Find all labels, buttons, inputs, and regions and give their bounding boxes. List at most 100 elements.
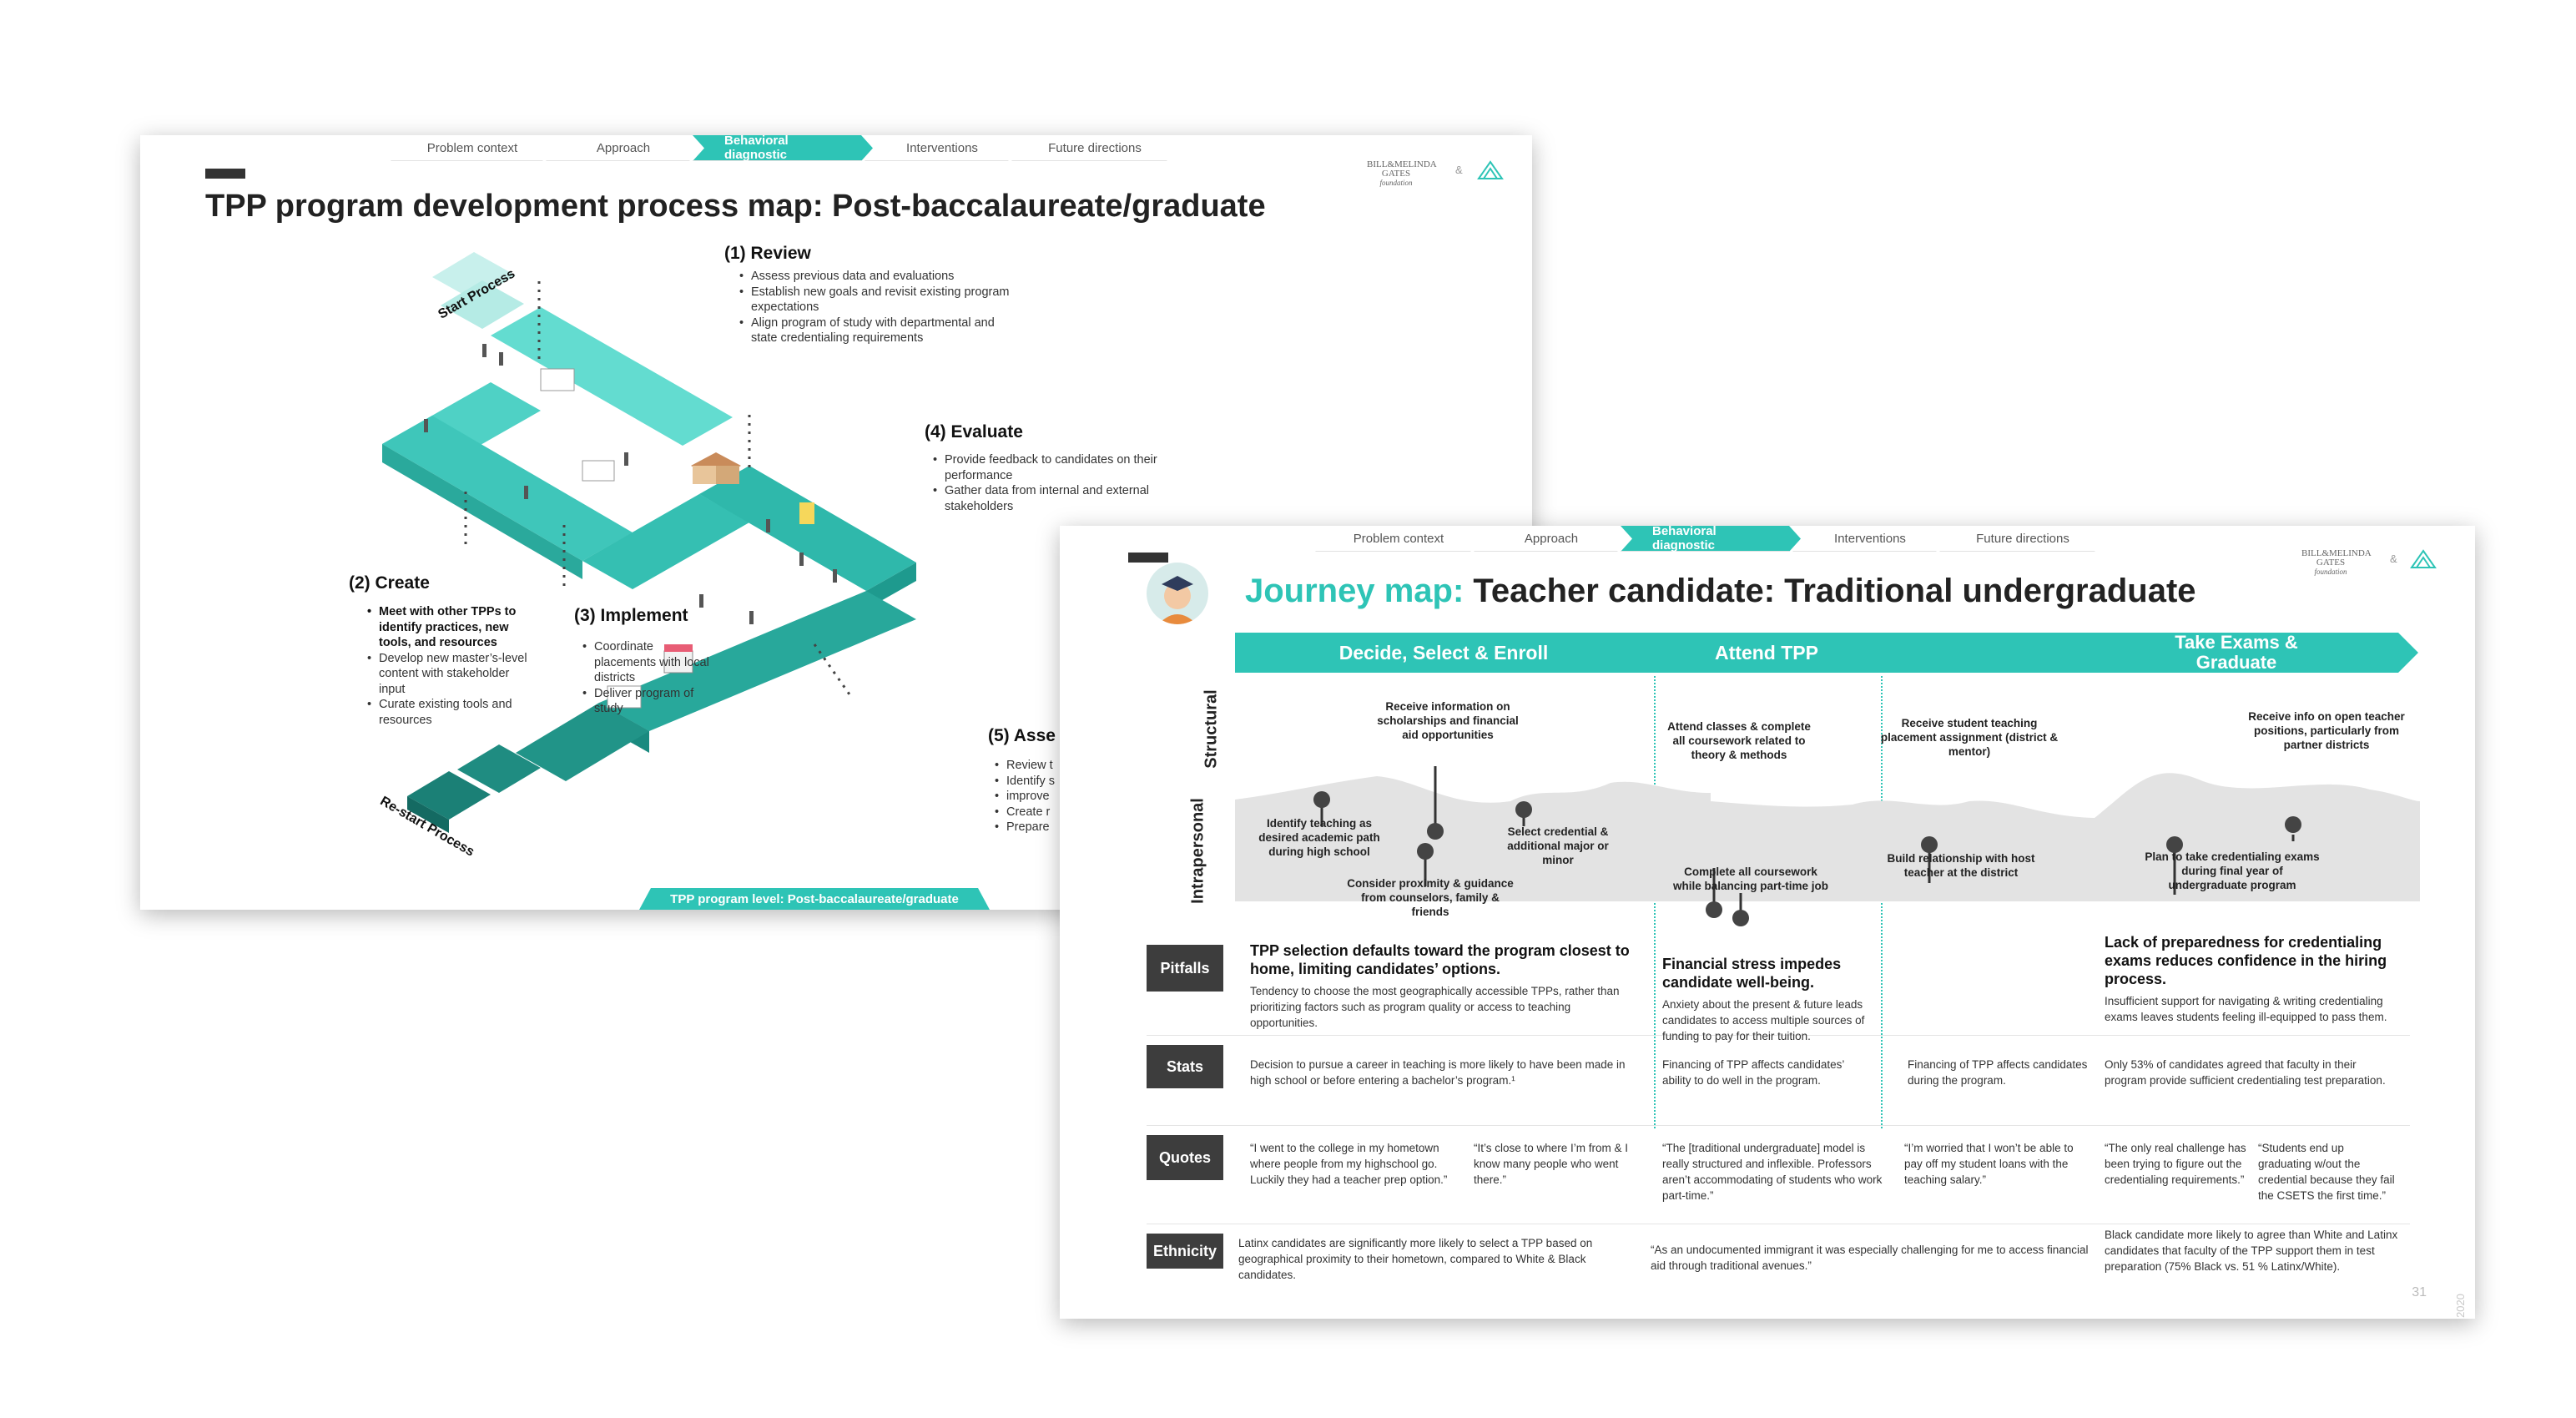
section-nav: Problem context Approach Behavioral diag…	[391, 135, 1170, 160]
platform-top-4	[582, 494, 749, 589]
tab-behavioral-diagnostic[interactable]: Behavioral diagnostic	[1621, 526, 1801, 552]
page-title: TPP program development process map: Pos…	[205, 189, 1266, 224]
building-icon	[691, 452, 741, 484]
list-item: Meet with other TPPs to identify practic…	[365, 604, 532, 651]
list-item: Provide feedback to candidates on their …	[931, 452, 1182, 483]
journey-curve	[1235, 766, 2420, 926]
quote-cell: “The only real challenge has been trying…	[2105, 1142, 2246, 1186]
intrapersonal-label: Intrapersonal	[1188, 798, 1207, 904]
structural-label: Structural	[1202, 689, 1221, 769]
pitfall-body: Anxiety about the present & future leads…	[1662, 998, 1865, 1042]
pitfall-heading: Lack of preparedness for credentialing e…	[2105, 934, 2387, 987]
decision-lab-logo-icon	[1477, 160, 1504, 179]
pitfall-heading: Financial stress impedes candidate well-…	[1662, 956, 1842, 991]
list-item: Develop new master’s-level content with …	[365, 651, 532, 698]
list-item: Create r	[993, 805, 1068, 820]
list-item: Identify s	[993, 774, 1068, 790]
step-review-bullets: Assess previous data and evaluations Est…	[738, 269, 1013, 346]
row-label-ethnicity: Ethnicity	[1147, 1234, 1223, 1269]
tab-future-directions[interactable]: Future directions	[1939, 526, 2106, 552]
journey-note: Build relationship with host teacher at …	[1887, 852, 2035, 879]
list-item: Prepare	[993, 820, 1068, 835]
pitfall-body: Tendency to choose the most geographical…	[1250, 985, 1620, 1029]
pitfall-cell: Financial stress impedes candidate well-…	[1662, 955, 1889, 1044]
list-item: Curate existing tools and resources	[365, 697, 532, 728]
quote-cell: “I went to the college in my hometown wh…	[1250, 1142, 1448, 1186]
tab-future-directions[interactable]: Future directions	[1011, 135, 1178, 161]
pitfall-heading: TPP selection defaults toward the progra…	[1250, 942, 1630, 977]
tab-approach[interactable]: Approach	[546, 135, 701, 161]
journey-note: Identify teaching as desired academic pa…	[1258, 817, 1380, 858]
graduate-avatar-icon	[1147, 563, 1208, 624]
stat-cell: Decision to pursue a career in teaching …	[1250, 1058, 1626, 1087]
journey-note: Plan to take credentialing exams during …	[2145, 850, 2320, 891]
list-item: Align program of study with departmental…	[738, 315, 1013, 346]
journey-note: Receive info on open teacher positions, …	[2248, 710, 2405, 751]
phase-decide: Decide, Select & Enroll	[1338, 642, 1549, 664]
ethnicity-cell: Latinx candidates are significantly more…	[1238, 1237, 1593, 1281]
tab-interventions[interactable]: Interventions	[1792, 526, 1948, 552]
step-implement-bullets: Coordinate placements with local distric…	[581, 639, 714, 717]
row-label-quotes: Quotes	[1147, 1135, 1223, 1180]
phase-arrow-bar	[1235, 633, 2418, 673]
step-evaluate-title: (4) Evaluate	[925, 422, 1023, 442]
title-accent: Journey map:	[1245, 573, 1464, 609]
pitfall-cell: Lack of preparedness for credentialing e…	[2105, 933, 2397, 1025]
phase-divider	[1881, 676, 1883, 1128]
list-item: Review t	[993, 758, 1068, 774]
row-label-pitfalls: Pitfalls	[1147, 945, 1223, 992]
step-assess-title: (5) Asse	[988, 726, 1056, 745]
journey-note: Receive student teaching placement assig…	[1880, 717, 2059, 758]
step-create-bullets: Meet with other TPPs to identify practic…	[365, 604, 532, 728]
phase-exams: Take Exams & Graduate	[2175, 632, 2298, 673]
platform-top-3	[382, 416, 633, 561]
quote-cell: “Students end up graduating w/out the cr…	[2258, 1142, 2395, 1202]
step-assess-bullets: Review t Identify s improve Create r Pre…	[993, 758, 1068, 835]
tab-interventions[interactable]: Interventions	[865, 135, 1020, 161]
step-create-title: (2) Create	[349, 573, 430, 593]
stat-cell: Only 53% of candidates agreed that facul…	[2105, 1058, 2386, 1087]
quote-cell: “I’m worried that I won’t be able to pay…	[1904, 1142, 2074, 1186]
pitfall-cell: TPP selection defaults toward the progra…	[1250, 941, 1631, 1031]
journey-note: Select credential & additional major or …	[1507, 825, 1609, 866]
list-item: Deliver program of study	[581, 686, 714, 717]
row-label-stats: Stats	[1147, 1045, 1223, 1088]
tab-behavioral-diagnostic[interactable]: Behavioral diagnostic	[693, 135, 873, 161]
start-process-tiles	[432, 252, 524, 329]
tab-problem-context[interactable]: Problem context	[391, 135, 554, 161]
step-evaluate-bullets: Provide feedback to candidates on their …	[931, 452, 1182, 514]
row-divider	[1147, 1125, 2410, 1126]
stat-cell: Financing of TPP affects candidates’ abi…	[1662, 1058, 1844, 1087]
journey-note: Receive information on scholarships and …	[1377, 700, 1519, 741]
section-nav: Problem context Approach Behavioral diag…	[1315, 526, 2098, 551]
title-accent-bar	[1128, 553, 1168, 563]
ethnicity-cell: Black candidate more likely to agree tha…	[2105, 1229, 2398, 1273]
platform-side-3	[382, 444, 582, 579]
page-number: 31	[2412, 1285, 2427, 1299]
list-item: Gather data from internal and external s…	[931, 483, 1182, 514]
list-item: Assess previous data and evaluations	[738, 269, 1013, 285]
logo-ampersand: &	[2390, 553, 2397, 565]
list-item: Establish new goals and revisit existing…	[738, 285, 1013, 315]
step-review-title: (1) Review	[724, 244, 811, 263]
journey-pins	[1320, 766, 2295, 911]
journey-pin-heads	[1313, 791, 2301, 926]
row-divider	[1147, 1035, 2410, 1036]
pitfall-body: Insufficient support for navigating & wr…	[2105, 995, 2387, 1023]
copyright-text: The Decision Lab © 2020	[2454, 1294, 2467, 1319]
footer-program-level: TPP program level: Post-baccalaureate/gr…	[639, 888, 990, 910]
tab-approach[interactable]: Approach	[1474, 526, 1629, 552]
ethnicity-cell: “As an undocumented immigrant it was esp…	[1651, 1244, 2089, 1272]
platform-top-7	[516, 703, 649, 781]
journey-note: Attend classes & complete all coursework…	[1667, 720, 1811, 761]
tab-problem-context[interactable]: Problem context	[1315, 526, 1482, 552]
platform-top-5	[699, 466, 916, 591]
logo-ampersand: &	[1455, 164, 1463, 176]
decision-lab-logo-icon	[2410, 549, 2437, 568]
journey-note: Complete all coursework while balancing …	[1672, 865, 1829, 892]
list-item: improve	[993, 789, 1068, 805]
restart-process-tiles	[407, 744, 541, 833]
dotted-connectors	[464, 277, 851, 695]
